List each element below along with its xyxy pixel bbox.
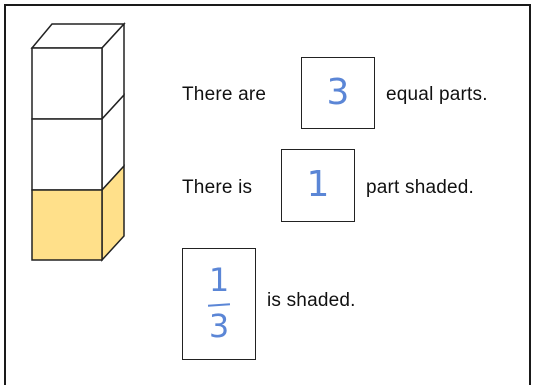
cube-front-top [31, 47, 103, 120]
statement3-fraction-box: 1 3 [182, 248, 256, 360]
statement1-suffix: equal parts. [386, 84, 488, 105]
statement1-answer-box: 3 [301, 57, 375, 129]
cube-front-bottom-shaded [31, 189, 103, 261]
fraction-numerator: 1 [208, 261, 230, 299]
statement2-answer-box: 1 [281, 149, 355, 222]
statement2-suffix: part shaded. [366, 177, 475, 198]
cube-front-middle [31, 118, 103, 191]
cube-stack-diagram [30, 22, 126, 262]
statement3-suffix: is shaded. [267, 290, 356, 311]
statement1-prefix: There are [182, 84, 267, 105]
statement1-answer-value: 3 [326, 72, 350, 113]
statement2-answer-value: 1 [306, 164, 330, 205]
fraction-denominator: 3 [208, 307, 230, 345]
worksheet-frame [4, 4, 531, 385]
statement2-prefix: There is [182, 177, 253, 198]
